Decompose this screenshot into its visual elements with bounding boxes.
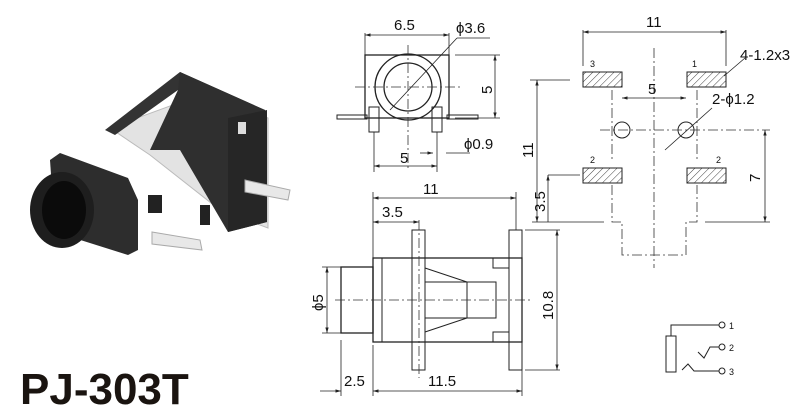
footprint-hole-note: 2-ϕ1.2: [712, 91, 755, 108]
pad-label-3: 3: [590, 59, 595, 69]
pad-label-1: 1: [692, 59, 697, 69]
product-photo: [30, 72, 291, 255]
footprint-pad-note: 4-1.2x3: [740, 47, 790, 64]
side-pin-offset-dim: 3.5: [382, 204, 403, 221]
front-pin-dia-dim: ϕ0.9: [464, 136, 493, 153]
front-width-dim: 6.5: [394, 17, 415, 34]
pad-2a: [582, 167, 623, 184]
schematic-symbol: [665, 321, 726, 375]
front-view: [336, 33, 500, 172]
side-barrel-len-dim: 2.5: [344, 373, 365, 390]
footprint-hole-offset-dim: 7: [747, 174, 764, 182]
pad-label-2b: 2: [716, 155, 721, 165]
footprint-hole-pitch-dim: 5: [648, 81, 656, 98]
footprint-length-dim: 11: [520, 142, 537, 158]
pcb-footprint: [530, 30, 770, 268]
front-pin-pitch-dim: 5: [400, 150, 408, 167]
schematic-pin-3: 3: [729, 367, 734, 377]
schematic-pin-1: 1: [729, 321, 734, 331]
side-length-dim: 11: [423, 181, 439, 198]
model-title: PJ-303T: [20, 365, 189, 412]
front-height-dim: 5: [479, 86, 496, 94]
footprint-pad-offset-dim: 3.5: [532, 191, 549, 212]
side-view: [320, 192, 560, 396]
front-bore-dim: ϕ3.6: [456, 20, 485, 37]
side-body-len-dim: 11.5: [428, 373, 456, 390]
side-barrel-dia-dim: ϕ5: [310, 294, 327, 311]
pad-2b: [686, 167, 727, 184]
pad-1: [686, 71, 727, 88]
schematic-pin-2: 2: [729, 343, 734, 353]
side-width-dim: 10.8: [540, 291, 557, 320]
footprint-width-dim: 11: [646, 14, 662, 31]
pad-3: [582, 71, 623, 88]
pad-label-2a: 2: [590, 155, 595, 165]
